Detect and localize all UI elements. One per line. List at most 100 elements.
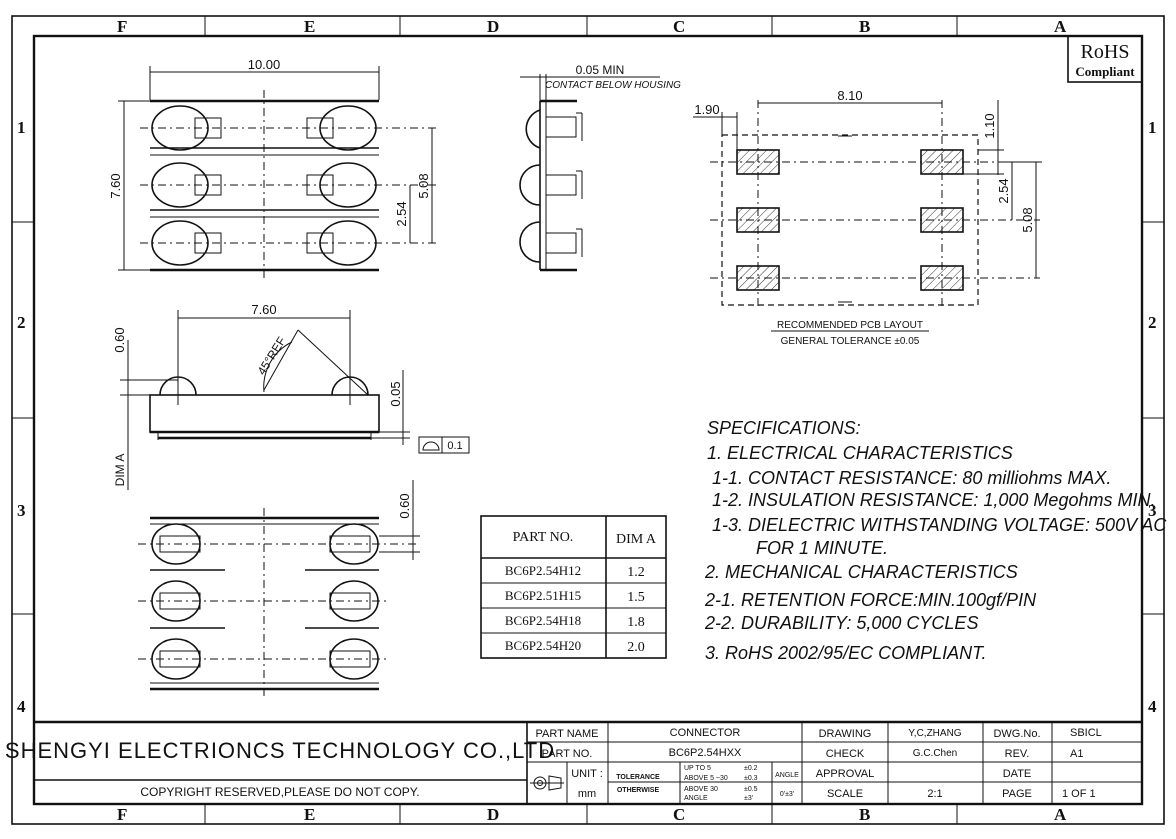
tol-value: ±0.5 — [744, 786, 758, 793]
check-by: G.C.Chen — [913, 748, 957, 759]
dim-front-h1: 0.60 — [112, 327, 127, 352]
table-cell: BC6P2.51H15 — [505, 588, 581, 603]
row-label: 3 — [1148, 501, 1157, 520]
column-labels: F E D C B A F E D C B A — [117, 17, 1067, 824]
inner-frame — [32, 34, 1144, 806]
table-cell: BC6P2.54H20 — [505, 638, 581, 653]
table-cell: 1.8 — [627, 615, 645, 630]
spec-line: 1-1. CONTACT RESISTANCE: 80 milliohms MA… — [712, 468, 1111, 488]
dim-height: 7.60 — [108, 173, 123, 198]
dim-width: 10.00 — [248, 57, 281, 72]
flatness-value: 0.1 — [447, 440, 462, 452]
dim-side-top: 0.05 MIN — [576, 63, 625, 77]
zone-ticks — [12, 16, 1164, 824]
scale: 2:1 — [927, 788, 942, 800]
dwg-no-label: DWG.No. — [993, 728, 1040, 740]
row-label: 2 — [1148, 313, 1157, 332]
angle-sub-label: ANGLE — [684, 795, 708, 802]
spec-line: 2-2. DURABILITY: 5,000 CYCLES — [704, 613, 978, 633]
drawing-label: DRAWING — [819, 728, 872, 740]
dim-front-width: 7.60 — [251, 302, 276, 317]
part-no-label: PART NO. — [542, 748, 593, 760]
col-label: E — [304, 17, 315, 36]
part-name-label: PART NAME — [536, 728, 599, 740]
part-name: CONNECTOR — [670, 727, 741, 739]
projection-symbol — [530, 775, 564, 791]
dim-front-h2: 0.05 — [388, 381, 403, 406]
page-label: PAGE — [1002, 788, 1032, 800]
col-label: D — [487, 17, 499, 36]
tol-range: ABOVE 5 ~30 — [684, 775, 728, 782]
dim-bottom: 0.60 — [397, 493, 412, 518]
table-cell: 2.0 — [627, 640, 645, 655]
dim-pcb-span: 8.10 — [837, 88, 862, 103]
date-label: DATE — [1003, 768, 1032, 780]
pcb-layout: 1.90 8.10 1.10 2.54 5.08 RECOMMENDED PCB… — [693, 88, 1042, 347]
otherwise-label: OTHERWISE — [617, 787, 660, 794]
top-view: 10.00 7.60 5.08 2.54 — [108, 57, 440, 280]
dim-pcb-edge: 1.90 — [694, 102, 719, 117]
company-name: SHENGYI ELECTRIONCS TECHNOLOGY CO.,LTD — [5, 738, 555, 763]
tol-value: ±0.2 — [744, 765, 758, 772]
pcb-tolerance: GENERAL TOLERANCE ±0.05 — [781, 336, 920, 347]
spec-line: 2. MECHANICAL CHARACTERISTICS — [704, 562, 1018, 582]
unit-label: UNIT : — [571, 768, 603, 780]
side-note: CONTACT BELOW HOUSING — [545, 80, 681, 91]
spec-line: 1-2. INSULATION RESISTANCE: 1,000 Megohm… — [712, 490, 1155, 510]
col-label: A — [1054, 805, 1067, 824]
col-label: F — [117, 17, 127, 36]
row-label: 4 — [17, 697, 26, 716]
spec-line: 1. ELECTRICAL CHARACTERISTICS — [707, 443, 1013, 463]
rev: A1 — [1070, 748, 1083, 760]
row-label: 2 — [17, 313, 26, 332]
parts-table: PART NO. DIM A BC6P2.54H12 1.2 BC6P2.51H… — [480, 515, 667, 659]
rohs-title: RoHS — [1081, 41, 1130, 63]
dim-a-label: DIM A — [113, 454, 127, 487]
title-block: SHENGYI ELECTRIONCS TECHNOLOGY CO.,LTD C… — [5, 720, 1142, 804]
approval-label: APPROVAL — [816, 768, 875, 780]
side-view: 0.05 MIN CONTACT BELOW HOUSING — [519, 63, 681, 272]
col-label: A — [1054, 17, 1067, 36]
scale-label: SCALE — [827, 788, 863, 800]
dim-pcb-pitch4: 5.08 — [1020, 207, 1035, 232]
spec-line: 3. RoHS 2002/95/EC COMPLIANT. — [705, 643, 986, 663]
row-label: 4 — [1148, 697, 1157, 716]
col-label: F — [117, 805, 127, 824]
table-header: DIM A — [616, 532, 657, 547]
table-cell: BC6P2.54H18 — [505, 613, 581, 628]
col-label: B — [859, 17, 870, 36]
check-label: CHECK — [826, 748, 865, 760]
outer-frame — [11, 15, 1165, 825]
table-cell: 1.5 — [627, 590, 645, 605]
dim-pitch-2: 2.54 — [394, 201, 409, 226]
bottom-view: 0.60 — [138, 480, 420, 698]
dwg-no: SBICL — [1070, 727, 1102, 739]
angle-sub-tol: ±3' — [744, 795, 753, 802]
table-header: PART NO. — [513, 530, 574, 545]
drawing-by: Y,C,ZHANG — [908, 728, 961, 739]
angle-label: ANGLE — [775, 772, 799, 779]
spec-line: 1-3. DIELECTRIC WITHSTANDING VOLTAGE: 50… — [712, 515, 1167, 535]
pcb-title: RECOMMENDED PCB LAYOUT — [777, 320, 923, 331]
row-label: 1 — [17, 118, 26, 137]
dim-pcb-pad: 1.10 — [982, 113, 997, 138]
col-label: C — [673, 17, 685, 36]
col-label: B — [859, 805, 870, 824]
row-labels: 1 2 3 4 1 2 3 4 — [17, 118, 1157, 716]
tolerance-label: TOLERANCE — [616, 774, 660, 781]
tol-value: ±0.3 — [744, 775, 758, 782]
rev-label: REV. — [1005, 748, 1030, 760]
part-no: BC6P2.54HXX — [669, 747, 742, 759]
table-cell: BC6P2.54H12 — [505, 563, 581, 578]
table-cell: 1.2 — [627, 565, 645, 580]
angle-tol: 0'±3' — [780, 791, 794, 798]
tol-range: ABOVE 30 — [684, 786, 718, 793]
unit: mm — [578, 788, 596, 800]
row-label: 1 — [1148, 118, 1157, 137]
spec-line: 2-1. RETENTION FORCE:MIN.100gf/PIN — [704, 590, 1037, 610]
spec-heading: SPECIFICATIONS: — [707, 418, 861, 438]
spec-line: FOR 1 MINUTE. — [756, 538, 888, 558]
copyright: COPYRIGHT RESERVED,PLEASE DO NOT COPY. — [140, 785, 419, 799]
tol-range: UP TO 5 — [684, 765, 711, 772]
col-label: E — [304, 805, 315, 824]
